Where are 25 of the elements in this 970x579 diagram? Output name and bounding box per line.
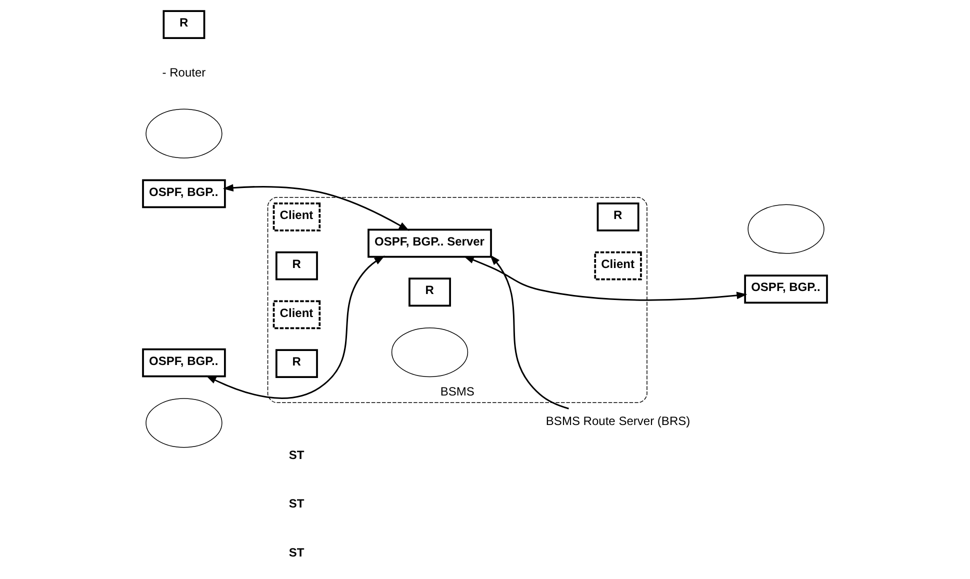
node-box: Client	[594, 251, 642, 280]
arrow	[463, 256, 748, 301]
legend-label: - Router	[162, 65, 206, 80]
node-box: Client	[272, 202, 321, 232]
label: ST	[288, 448, 304, 462]
node-ellipse	[748, 204, 824, 254]
node-box: OSPF, BGP..	[744, 274, 828, 304]
node-box: OSPF, BGP..	[142, 179, 226, 208]
arrow	[222, 184, 410, 231]
node-ellipse	[146, 398, 222, 448]
node-box: R	[162, 10, 206, 40]
node-text: BSMS Route Server (BRS)	[546, 414, 690, 428]
label: ST	[288, 496, 304, 511]
label: ST	[288, 546, 304, 560]
node-ellipse	[146, 108, 222, 158]
arrow	[490, 254, 569, 410]
node-box: Client	[272, 300, 321, 330]
node-box: OSPF, BGP..	[142, 348, 226, 378]
node-box: R	[275, 349, 318, 378]
node-ellipse	[391, 327, 468, 378]
node-box: R	[408, 278, 451, 307]
node-box: OSPF, BGP.. Server	[368, 228, 492, 258]
node-box: R	[596, 202, 640, 232]
node-box: R	[275, 251, 318, 280]
arrow	[206, 256, 385, 399]
